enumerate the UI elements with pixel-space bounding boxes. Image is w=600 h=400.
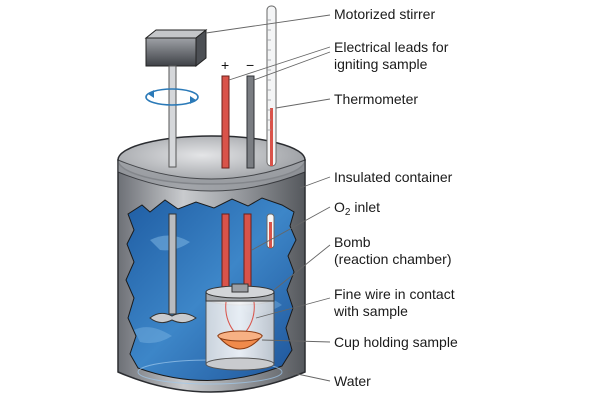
label-electrical-leads: Electrical leads for igniting sample — [334, 39, 448, 73]
label-thermometer: Thermometer — [334, 91, 419, 107]
label-insulated-container: Insulated container — [334, 169, 453, 185]
label-fine-wire: Fine wire in contact with sample — [334, 286, 455, 320]
electrical-lead-positive — [221, 75, 230, 169]
thermometer — [266, 5, 277, 249]
stirrer-paddle — [149, 312, 197, 324]
label-electrical-leads-line1: Electrical leads for — [334, 39, 449, 55]
bomb-reaction-chamber — [205, 283, 275, 371]
label-bomb-line1: Bomb — [334, 234, 371, 250]
label-motorized-stirrer: Motorized stirrer — [334, 6, 436, 22]
lead-rod-submerged — [221, 213, 230, 290]
sample-cup — [216, 330, 264, 350]
motorized-stirrer — [144, 28, 208, 68]
label-bomb-line2: (reaction chamber) — [334, 251, 452, 267]
label-o2-inlet-text: inlet — [350, 199, 381, 215]
plus-sign: + — [221, 57, 229, 73]
rotation-arrow — [145, 88, 199, 106]
leader-lines — [205, 14, 331, 382]
minus-sign: − — [246, 57, 254, 73]
label-o2-subscript: 2 — [344, 207, 351, 218]
label-cup-holding-sample: Cup holding sample — [334, 334, 458, 350]
label-water: Water — [334, 373, 371, 389]
electrical-lead-negative — [246, 75, 255, 169]
lead-rod-submerged-2 — [243, 213, 252, 290]
label-o2-inlet: O2 inlet — [334, 199, 380, 221]
stirrer-shaft — [168, 65, 177, 168]
label-electrical-leads-line2: igniting sample — [334, 56, 428, 72]
label-o2-o: O — [334, 199, 345, 215]
label-fine-wire-line1: Fine wire in contact — [334, 286, 455, 302]
stirrer-shaft-submerged — [168, 213, 177, 315]
label-bomb: Bomb (reaction chamber) — [334, 234, 452, 268]
label-fine-wire-line2: with sample — [334, 303, 408, 319]
